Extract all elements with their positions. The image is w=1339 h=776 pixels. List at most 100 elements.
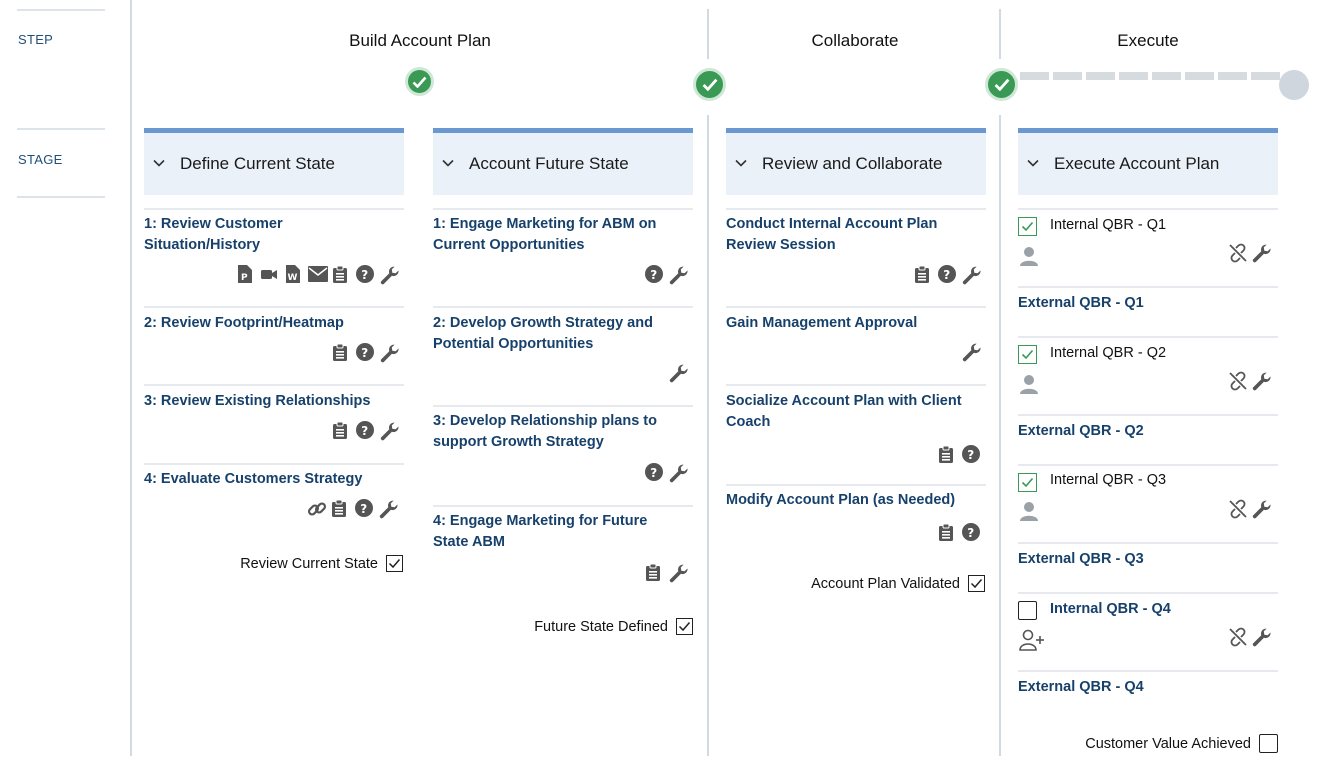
external-qbr-link[interactable]: External QBR - Q2 xyxy=(1018,423,1144,439)
wrench-icon[interactable] xyxy=(380,343,399,363)
svg-text:?: ? xyxy=(943,268,950,282)
word-icon[interactable]: W xyxy=(284,265,302,283)
stage-header-account-future-state[interactable]: Account Future State xyxy=(433,128,693,195)
milestone-checkbox[interactable] xyxy=(1259,734,1278,753)
powerpoint-icon[interactable]: P xyxy=(236,265,254,283)
help-icon[interactable]: ? xyxy=(356,421,374,439)
stage-header-execute-account-plan[interactable]: Execute Account Plan xyxy=(1018,128,1278,195)
clipboard-icon[interactable] xyxy=(332,343,350,361)
internal-qbr-label[interactable]: Internal QBR - Q2 xyxy=(1050,345,1167,361)
task-link[interactable]: 1: Engage Marketing for ABM on Current O… xyxy=(433,216,657,253)
step-divider xyxy=(707,9,709,59)
unlink-icon[interactable] xyxy=(1228,627,1247,647)
clipboard-icon[interactable] xyxy=(332,265,350,283)
help-icon[interactable]: ? xyxy=(938,265,956,283)
email-icon[interactable] xyxy=(308,265,328,283)
qbr-actions xyxy=(1228,243,1271,263)
wrench-icon[interactable] xyxy=(380,265,399,285)
internal-qbr-label[interactable]: Internal QBR - Q4 xyxy=(1050,601,1171,617)
task-separator xyxy=(433,505,693,507)
user-icon xyxy=(1019,374,1039,394)
external-qbr-link[interactable]: External QBR - Q4 xyxy=(1018,679,1144,695)
stage-title: Execute Account Plan xyxy=(1054,154,1220,173)
task-separator xyxy=(144,463,404,465)
task-link[interactable]: Modify Account Plan (as Needed) xyxy=(726,492,956,508)
wrench-icon[interactable] xyxy=(962,342,981,362)
progress-segment xyxy=(1119,72,1148,80)
wrench-icon[interactable] xyxy=(1252,627,1271,647)
unlink-icon[interactable] xyxy=(1228,243,1247,263)
stage-title: Review and Collaborate xyxy=(762,154,943,173)
divider xyxy=(17,196,105,198)
help-icon[interactable]: ? xyxy=(962,523,980,541)
clipboard-icon[interactable] xyxy=(645,563,663,581)
clipboard-icon[interactable] xyxy=(332,421,350,439)
internal-qbr-label[interactable]: Internal QBR - Q1 xyxy=(1050,217,1167,233)
task-link[interactable]: 4: Engage Marketing for Future State ABM xyxy=(433,513,648,550)
help-icon[interactable]: ? xyxy=(355,499,373,517)
svg-text:?: ? xyxy=(967,526,974,540)
milestone-customer-value-achieved: Customer Value Achieved xyxy=(1085,734,1278,753)
help-icon[interactable]: ? xyxy=(962,445,980,463)
wrench-icon[interactable] xyxy=(669,463,688,483)
task-separator xyxy=(1018,286,1278,288)
clipboard-icon[interactable] xyxy=(938,445,956,463)
task-link[interactable]: Socialize Account Plan with Client Coach xyxy=(726,393,962,430)
help-icon[interactable]: ? xyxy=(356,265,374,283)
svg-text:?: ? xyxy=(650,268,657,282)
external-qbr-link[interactable]: External QBR - Q1 xyxy=(1018,295,1144,311)
user-icon xyxy=(1019,501,1039,521)
unlink-icon[interactable] xyxy=(1228,371,1247,391)
milestone-label: Review Current State xyxy=(240,555,378,572)
wrench-icon[interactable] xyxy=(1252,499,1271,519)
task-separator xyxy=(1018,542,1278,544)
milestone-checkbox[interactable] xyxy=(676,618,693,635)
internal-qbr-label[interactable]: Internal QBR - Q3 xyxy=(1050,472,1167,488)
task-separator xyxy=(144,306,404,308)
wrench-icon[interactable] xyxy=(669,363,688,383)
clipboard-icon[interactable] xyxy=(914,265,932,283)
task-link[interactable]: 3: Develop Relationship plans to support… xyxy=(433,413,657,450)
wrench-icon[interactable] xyxy=(380,421,399,441)
step-divider xyxy=(999,9,1001,59)
task-link[interactable]: 3: Review Existing Relationships xyxy=(144,393,371,409)
help-icon[interactable]: ? xyxy=(645,463,663,481)
wrench-icon[interactable] xyxy=(1252,371,1271,391)
video-icon[interactable] xyxy=(260,265,278,283)
link-icon[interactable] xyxy=(307,499,327,517)
clipboard-icon[interactable] xyxy=(938,523,956,541)
milestone-checkbox[interactable] xyxy=(968,575,985,592)
svg-text:?: ? xyxy=(360,502,367,516)
task-link[interactable]: Gain Management Approval xyxy=(726,315,918,331)
qbr-actions xyxy=(1228,627,1271,647)
help-icon[interactable]: ? xyxy=(356,343,374,361)
qbr-checkbox[interactable] xyxy=(1018,217,1037,236)
task-link[interactable]: 2: Review Footprint/Heatmap xyxy=(144,315,344,331)
stage-header-review-and-collaborate[interactable]: Review and Collaborate xyxy=(726,128,986,195)
progress-segment xyxy=(1251,72,1280,80)
svg-text:?: ? xyxy=(361,268,368,282)
qbr-checkbox[interactable] xyxy=(1018,601,1037,620)
chevron-down-icon xyxy=(1026,156,1042,172)
wrench-icon[interactable] xyxy=(379,499,398,519)
step-title-collaborate: Collaborate xyxy=(811,31,899,50)
add-user-icon[interactable] xyxy=(1019,629,1045,651)
qbr-checkbox[interactable] xyxy=(1018,345,1037,364)
stage-header-define-current-state[interactable]: Define Current State xyxy=(144,128,404,195)
milestone-checkbox[interactable] xyxy=(386,555,403,572)
svg-text:?: ? xyxy=(650,466,657,480)
external-qbr-link[interactable]: External QBR - Q3 xyxy=(1018,551,1144,567)
task-link[interactable]: 2: Develop Growth Strategy and Potential… xyxy=(433,315,653,352)
task-link[interactable]: Conduct Internal Account Plan Review Ses… xyxy=(726,216,938,253)
help-icon[interactable]: ? xyxy=(645,265,663,283)
wrench-icon[interactable] xyxy=(1252,243,1271,263)
task-link[interactable]: 4: Evaluate Customers Strategy xyxy=(144,471,363,487)
wrench-icon[interactable] xyxy=(669,265,688,285)
wrench-icon[interactable] xyxy=(669,563,688,583)
task-separator xyxy=(1018,414,1278,416)
qbr-checkbox[interactable] xyxy=(1018,473,1037,492)
task-link[interactable]: 1: Review Customer Situation/History xyxy=(144,216,283,253)
clipboard-icon[interactable] xyxy=(331,499,349,517)
wrench-icon[interactable] xyxy=(962,265,981,285)
unlink-icon[interactable] xyxy=(1228,499,1247,519)
